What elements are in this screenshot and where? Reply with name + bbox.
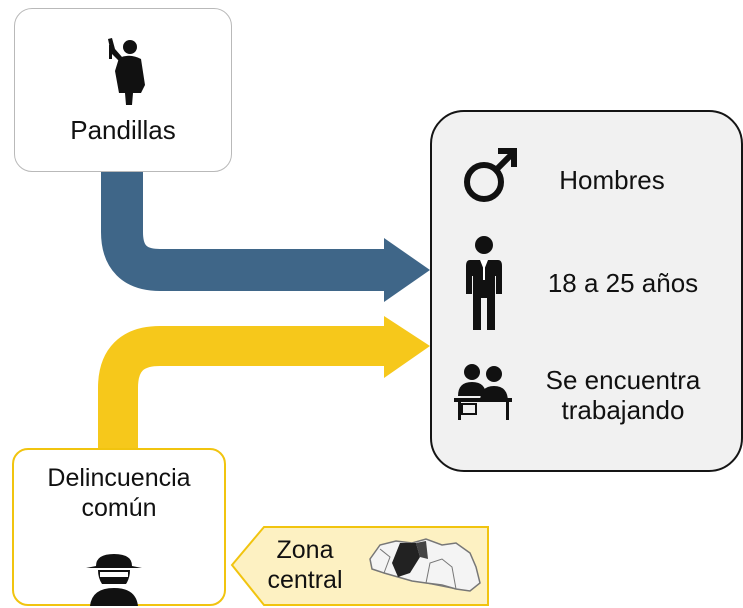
delincuencia-label-line2: común	[81, 494, 157, 522]
zona-label-line2: central	[267, 566, 343, 594]
male-symbol-icon	[464, 148, 517, 202]
profile-item-working-line1: Se encuentra	[545, 365, 701, 395]
delincuencia-node: Delincuencia común	[12, 448, 226, 606]
man-in-suit-icon	[466, 236, 502, 330]
delincuencia-label: Delincuencia común	[14, 463, 224, 523]
delincuencia-label-line1: Delincuencia	[47, 464, 191, 492]
pandillas-node: Pandillas	[14, 8, 232, 172]
blue-arrow	[101, 172, 430, 302]
pandillas-label: Pandillas	[70, 115, 176, 145]
profile-icons	[454, 148, 517, 420]
profile-panel: Hombres 18 a 25 años Se encuentra trabaj…	[430, 110, 743, 472]
yellow-arrow	[98, 316, 430, 450]
zona-label-line1: Zona	[276, 536, 334, 564]
profile-item-men: Hombres	[559, 165, 665, 195]
profile-item-working: Se encuentra trabajando	[518, 365, 728, 425]
zona-label: Zona central	[260, 535, 350, 595]
zona-tag-shape	[230, 526, 489, 606]
map-icon	[369, 538, 481, 592]
profile-item-age: 18 a 25 años	[547, 268, 699, 298]
masked-thief-icon	[86, 554, 142, 606]
gang-member-with-gun-icon	[108, 38, 145, 105]
people-at-desk-icon	[454, 364, 512, 420]
zona-central-tag: Zona central	[230, 523, 492, 608]
profile-item-working-line2: trabajando	[561, 395, 685, 425]
